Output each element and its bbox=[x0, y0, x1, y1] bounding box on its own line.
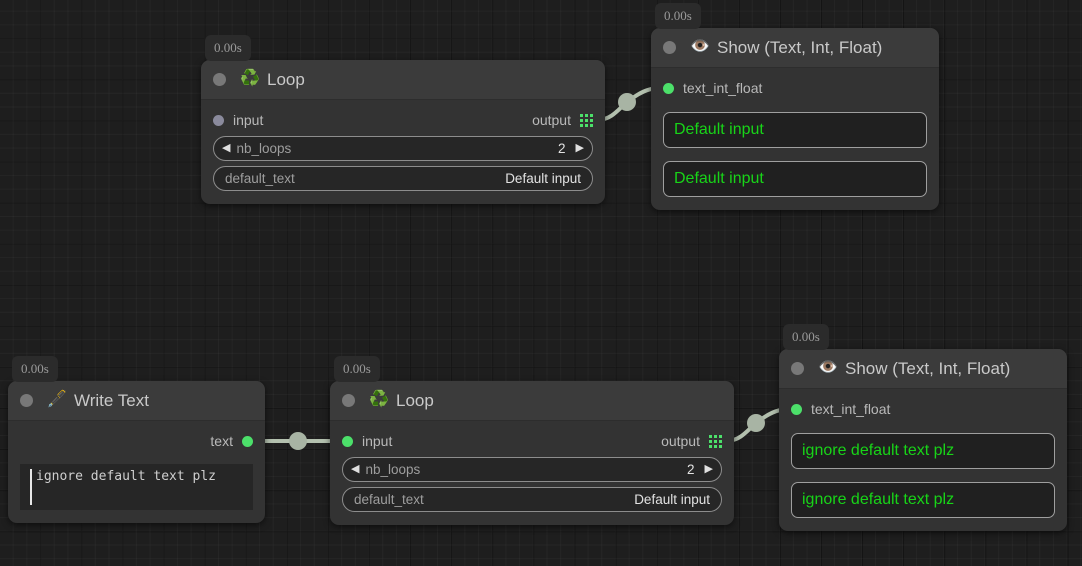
list-output-grid-icon[interactable] bbox=[580, 113, 593, 127]
node-timer-badge: 0.00s bbox=[334, 356, 380, 382]
status-dot[interactable] bbox=[342, 394, 355, 407]
param-default-text[interactable]: default_text Default input bbox=[342, 487, 722, 512]
param-name: default_text bbox=[225, 171, 295, 186]
input-port-dot[interactable] bbox=[342, 435, 353, 447]
status-dot[interactable] bbox=[213, 73, 226, 86]
input-port-label: input bbox=[362, 433, 393, 449]
port-row: input output bbox=[342, 430, 722, 452]
stepper-decrement-icon[interactable]: ◀ bbox=[222, 142, 231, 154]
recycle-icon: ♻️ bbox=[369, 390, 389, 408]
input-port-dot[interactable] bbox=[791, 403, 802, 415]
editor-text[interactable]: ignore default text plz bbox=[36, 469, 217, 484]
port-row: text_int_float bbox=[791, 398, 1055, 420]
node-timer-badge: 0.00s bbox=[655, 3, 701, 29]
output-port-dot[interactable] bbox=[242, 435, 253, 447]
node-body: text_int_float ignore default text plz i… bbox=[779, 389, 1067, 531]
node-header[interactable]: ♻️ Loop bbox=[330, 381, 734, 421]
node-title: Loop bbox=[267, 69, 305, 89]
node-timer-badge: 0.00s bbox=[783, 324, 829, 350]
value-text: Default input bbox=[674, 170, 764, 187]
node-timer-badge: 0.00s bbox=[205, 35, 251, 61]
param-name: nb_loops bbox=[365, 462, 421, 477]
status-dot[interactable] bbox=[663, 41, 676, 54]
node-body: input output ◀ nb_loops 2 ▶ bbox=[201, 100, 605, 204]
node-title: Loop bbox=[396, 390, 434, 410]
value-text: ignore default text plz bbox=[802, 442, 955, 459]
node-body: text ignore default text plz bbox=[8, 421, 265, 523]
value-text: Default input bbox=[674, 121, 764, 138]
input-port-label: text_int_float bbox=[811, 401, 891, 417]
param-name: nb_loops bbox=[236, 141, 292, 156]
port-row: text bbox=[20, 430, 253, 452]
stepper-increment-icon[interactable]: ▶ bbox=[704, 463, 713, 475]
pen-nib-icon: 🖋️ bbox=[47, 390, 67, 408]
node-body: text_int_float Default input Default inp… bbox=[651, 68, 939, 210]
node-body: input output ◀ nb_loops 2 ▶ bbox=[330, 421, 734, 525]
node-header[interactable]: 🖋️ Write Text bbox=[8, 381, 265, 421]
edge-loop-bottom-to-show-bottom[interactable] bbox=[727, 407, 788, 443]
status-dot[interactable] bbox=[791, 362, 804, 375]
value-text: ignore default text plz bbox=[802, 491, 955, 508]
param-value[interactable]: 2 bbox=[687, 462, 695, 477]
param-name: default_text bbox=[354, 492, 424, 507]
port-row: input output bbox=[213, 109, 593, 131]
output-port-label: output bbox=[661, 433, 700, 449]
text-caret bbox=[30, 469, 32, 505]
node-show-top[interactable]: 0.00s 👁️ Show (Text, Int, Float) text_in… bbox=[651, 3, 939, 210]
node-header[interactable]: 👁️ Show (Text, Int, Float) bbox=[651, 28, 939, 68]
value-display-box: Default input bbox=[663, 161, 927, 197]
edge-handle[interactable] bbox=[618, 93, 636, 111]
input-port-label: input bbox=[233, 112, 264, 128]
node-show-bottom[interactable]: 0.00s 👁️ Show (Text, Int, Float) text_in… bbox=[779, 324, 1067, 531]
edge-write-text-to-loop-bottom[interactable] bbox=[254, 432, 342, 450]
node-loop-bottom[interactable]: 0.00s ♻️ Loop input output bbox=[330, 356, 734, 525]
node-title: Show (Text, Int, Float) bbox=[845, 358, 1011, 378]
param-value[interactable]: Default input bbox=[505, 171, 581, 186]
recycle-icon: ♻️ bbox=[240, 69, 260, 87]
node-write-text[interactable]: 0.00s 🖋️ Write Text text ignore default … bbox=[8, 356, 265, 523]
value-display-box: ignore default text plz bbox=[791, 482, 1055, 518]
input-port-dot[interactable] bbox=[213, 114, 224, 126]
eye-icon: 👁️ bbox=[690, 37, 710, 55]
param-nb-loops[interactable]: ◀ nb_loops 2 ▶ bbox=[213, 136, 593, 161]
edge-handle[interactable] bbox=[289, 432, 307, 450]
port-row: text_int_float bbox=[663, 77, 927, 99]
input-port-label: text_int_float bbox=[683, 80, 763, 96]
stepper-increment-icon[interactable]: ▶ bbox=[575, 142, 584, 154]
param-value[interactable]: Default input bbox=[634, 492, 710, 507]
param-default-text[interactable]: default_text Default input bbox=[213, 166, 593, 191]
text-editor[interactable]: ignore default text plz bbox=[20, 464, 253, 510]
edge-handle[interactable] bbox=[747, 414, 765, 432]
node-title: Write Text bbox=[74, 390, 149, 410]
param-value[interactable]: 2 bbox=[558, 141, 566, 156]
node-title: Show (Text, Int, Float) bbox=[717, 37, 883, 57]
input-port-dot[interactable] bbox=[663, 82, 674, 94]
value-display-box: Default input bbox=[663, 112, 927, 148]
node-timer-badge: 0.00s bbox=[12, 356, 58, 382]
value-display-box: ignore default text plz bbox=[791, 433, 1055, 469]
list-output-grid-icon[interactable] bbox=[709, 434, 722, 448]
eye-icon: 👁️ bbox=[818, 358, 838, 376]
node-header[interactable]: 👁️ Show (Text, Int, Float) bbox=[779, 349, 1067, 389]
output-port-label: text bbox=[210, 433, 233, 449]
stepper-decrement-icon[interactable]: ◀ bbox=[351, 463, 360, 475]
edge-loop-top-to-show-top[interactable] bbox=[598, 86, 659, 122]
status-dot[interactable] bbox=[20, 394, 33, 407]
node-header[interactable]: ♻️ Loop bbox=[201, 60, 605, 100]
output-port-label: output bbox=[532, 112, 571, 128]
param-nb-loops[interactable]: ◀ nb_loops 2 ▶ bbox=[342, 457, 722, 482]
node-loop-top[interactable]: 0.00s ♻️ Loop input output bbox=[201, 35, 605, 204]
